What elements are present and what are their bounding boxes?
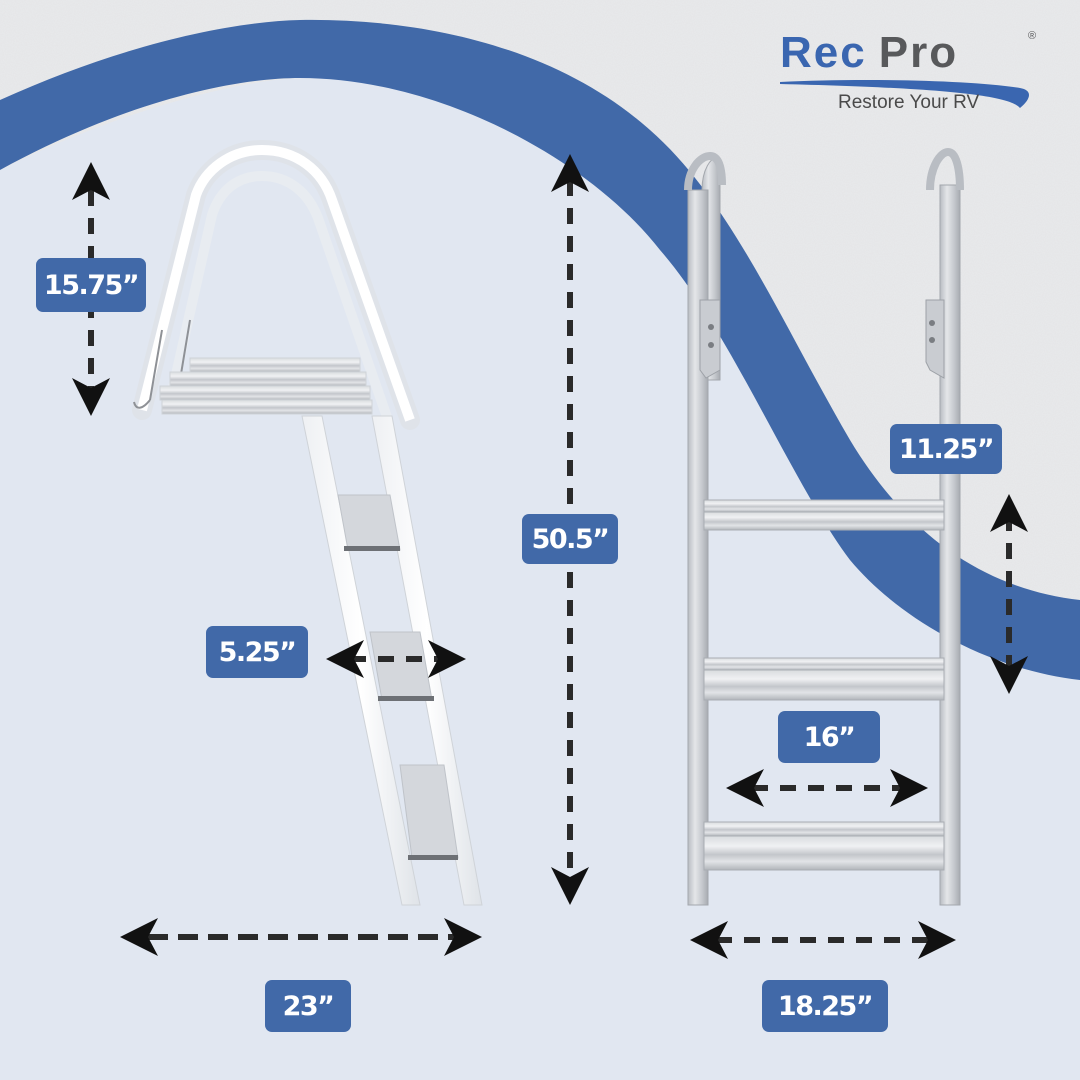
arrow-side-depth bbox=[120, 918, 482, 956]
arrow-handrail-height bbox=[72, 162, 110, 416]
front-view-ladder bbox=[684, 147, 964, 906]
logo-rec: Rec bbox=[780, 28, 867, 77]
label-handrail-height: 15.75” bbox=[36, 258, 146, 312]
label-side-depth: 23” bbox=[265, 980, 351, 1032]
label-step-width: 16” bbox=[778, 711, 880, 763]
arrow-step-width bbox=[726, 769, 928, 807]
swoosh-band bbox=[0, 19, 1080, 681]
label-total-height: 50.5” bbox=[522, 514, 618, 564]
arrow-step-spacing bbox=[990, 494, 1028, 694]
label-step-depth: 5.25” bbox=[206, 626, 308, 678]
dimension-arrows bbox=[72, 154, 1028, 959]
label-step-spacing: 11.25” bbox=[890, 424, 1002, 474]
label-overall-width: 18.25” bbox=[762, 980, 888, 1032]
arrow-overall-width bbox=[690, 921, 956, 959]
step-3 bbox=[703, 821, 945, 871]
registered-mark: ® bbox=[1028, 30, 1037, 42]
step-2 bbox=[703, 657, 945, 701]
logo-swoosh-icon bbox=[780, 80, 1029, 108]
arrow-step-depth bbox=[326, 640, 466, 678]
logo-pro: Pro bbox=[878, 28, 959, 77]
step-1 bbox=[703, 499, 945, 531]
logo-tagline: Restore Your RV bbox=[838, 92, 980, 113]
